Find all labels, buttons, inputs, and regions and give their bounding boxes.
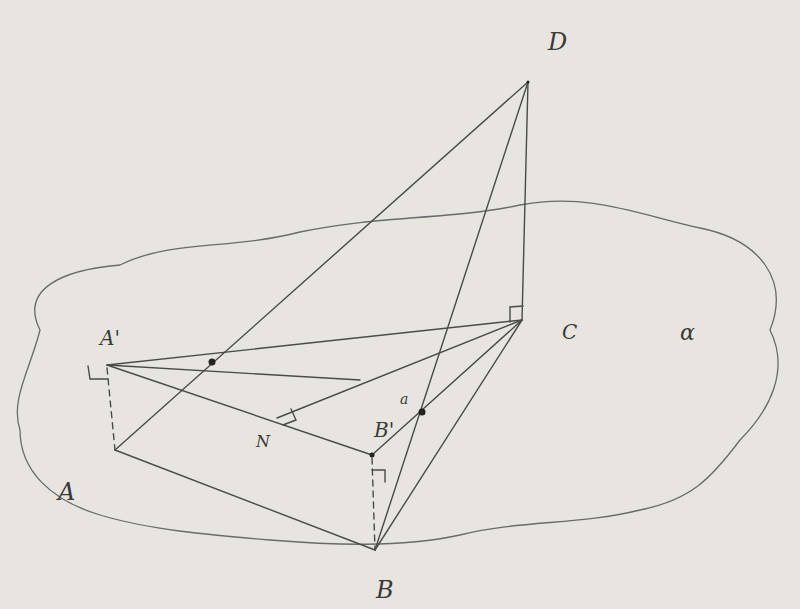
point-label: A' — [100, 328, 120, 348]
right-angle-mark — [510, 306, 523, 322]
point-label: D — [548, 30, 567, 54]
segment-DC — [522, 82, 528, 320]
point-label: C — [562, 322, 577, 342]
right-angle-mark — [372, 470, 385, 482]
point-label: B — [376, 578, 394, 602]
segment-AB — [115, 450, 375, 550]
segment-CB — [375, 320, 522, 550]
point-dot — [209, 359, 216, 366]
point-label: B' — [374, 420, 394, 440]
point-label: α — [680, 322, 695, 344]
plane-outline — [17, 201, 778, 544]
point-label: N — [256, 434, 270, 450]
point-label: A — [58, 480, 75, 504]
right-angle-mark — [283, 409, 296, 425]
segment-CN — [277, 320, 522, 418]
segment-AA1 — [107, 368, 115, 450]
right-angle-mark — [88, 366, 108, 379]
segment-CB1 — [372, 320, 522, 455]
point-label: a — [400, 392, 408, 406]
segment-BB1 — [372, 458, 375, 550]
point-dot — [419, 409, 426, 416]
point-dot — [370, 453, 375, 458]
segment-CA1 — [107, 320, 522, 365]
segment-DA — [115, 82, 528, 450]
point-dot — [527, 81, 530, 84]
segment-A1B1 — [107, 365, 372, 455]
segment-DB — [375, 82, 528, 550]
